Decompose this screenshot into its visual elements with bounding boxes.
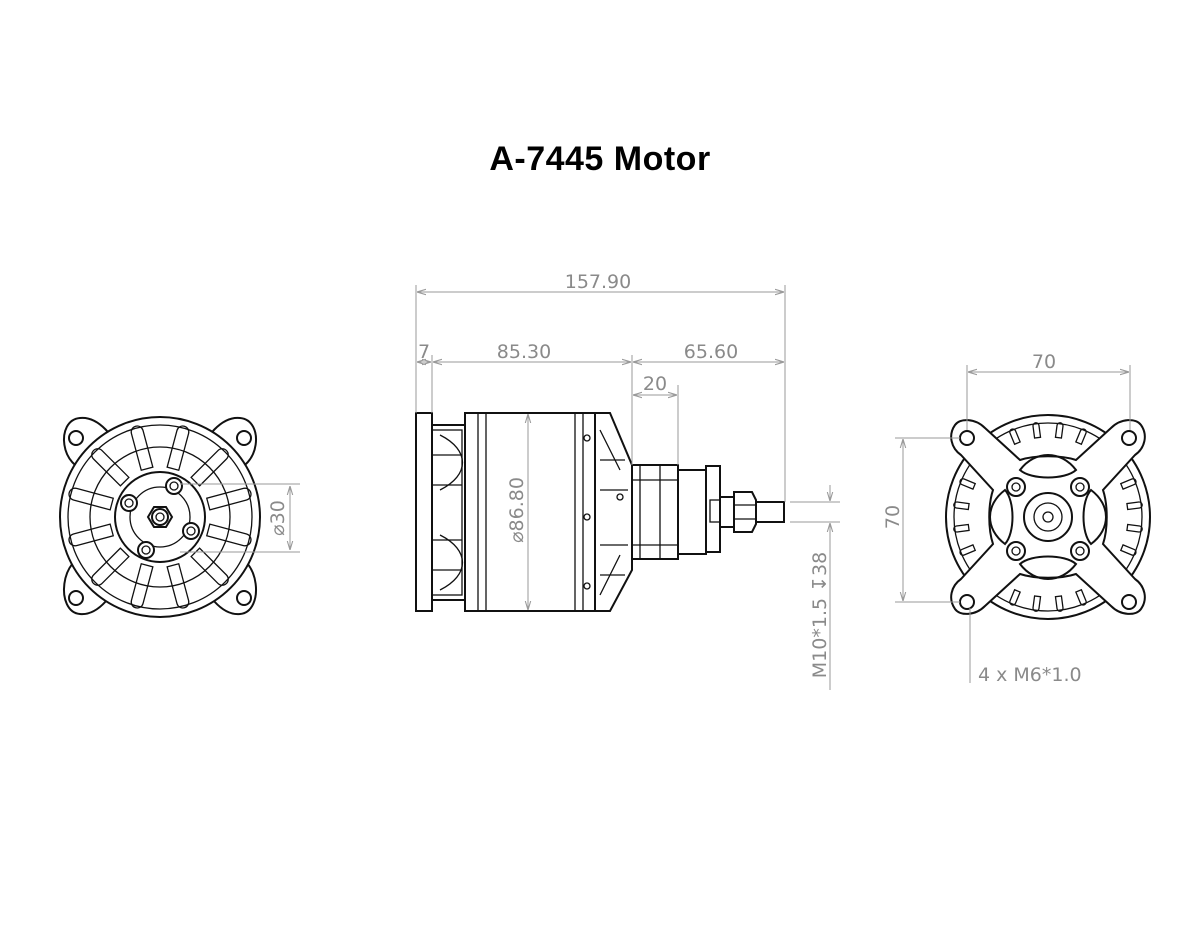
- front-cooling-slot: [166, 425, 190, 472]
- dim-mount-width: 70: [966, 351, 1131, 430]
- side-mount-flange: [415, 412, 433, 612]
- dim-mount-height: 70: [882, 437, 960, 603]
- rear-view: 70 70 4 x M6*1.0: [882, 351, 1151, 686]
- dim-label-mount-height: 70: [882, 505, 904, 529]
- rear-cooling-slot: [1126, 501, 1143, 511]
- front-cooling-slot: [91, 547, 130, 586]
- front-cooling-slot: [130, 425, 154, 472]
- dim-label-bolt-circle: 30: [267, 500, 289, 524]
- front-cooling-slots: [68, 425, 252, 609]
- front-cooling-slot: [205, 523, 252, 547]
- rear-cooling-slot: [1009, 588, 1022, 606]
- threaded-shaft: [755, 501, 785, 523]
- dim-flange-thickness: 7: [417, 341, 431, 363]
- dim-can-diameter: ⌀86.80: [506, 414, 528, 610]
- front-bell: [594, 412, 633, 612]
- rear-cooling-slot: [1074, 428, 1087, 446]
- rear-cooling-slot: [953, 501, 970, 511]
- dim-label-flange-thickness: 7: [418, 341, 430, 363]
- front-view: ⌀30: [59, 416, 300, 618]
- prop-adapter: [677, 469, 707, 555]
- side-view: 157.90 7 85.30 65.60 20 ⌀86.80: [415, 271, 840, 690]
- rear-cooling-slot: [1126, 523, 1143, 533]
- dim-hub-length: 20: [633, 373, 677, 395]
- dim-label-overall-length: 157.90: [565, 271, 631, 293]
- dim-front-bolt-circle: ⌀30: [180, 483, 300, 553]
- front-cooling-slot: [166, 562, 190, 609]
- rear-cooling-slot: [953, 523, 970, 533]
- front-bolts: [120, 477, 200, 559]
- depth-symbol: ↧: [809, 576, 831, 592]
- shaft-lock-nut: [733, 491, 757, 533]
- dim-label-mount-width: 70: [1032, 351, 1056, 373]
- dim-shaft-length: 65.60: [633, 341, 784, 363]
- dim-overall-length: 157.90: [417, 271, 784, 293]
- rear-cooling-slot: [959, 543, 977, 556]
- svg-text:⌀86.80: ⌀86.80: [506, 477, 528, 543]
- dim-label-can-diameter: 86.80: [506, 477, 528, 531]
- front-cooling-slot: [190, 547, 229, 586]
- dim-thread-callout: M10*1.5 ↧38: [790, 485, 840, 690]
- diameter-symbol: ⌀: [506, 531, 528, 542]
- rear-cooling-slot: [1032, 422, 1042, 439]
- rear-cooling-slot: [1009, 428, 1022, 446]
- rear-cooling-slot: [959, 478, 977, 491]
- front-cooling-slot: [91, 448, 130, 487]
- rear-cooling-slot: [1119, 543, 1137, 556]
- front-cooling-slot: [205, 487, 252, 511]
- front-cooling-slot: [190, 448, 229, 487]
- dim-label-hub-length: 20: [643, 373, 667, 395]
- rear-cooling-slot: [1074, 588, 1087, 606]
- rear-cooling-slot: [1054, 422, 1064, 439]
- dim-label-body-length: 85.30: [497, 341, 551, 363]
- dim-label-thread-depth: 38: [809, 552, 831, 576]
- dim-label-shaft-length: 65.60: [684, 341, 738, 363]
- diameter-symbol: ⌀: [267, 524, 289, 535]
- rear-bearing-housing: [1023, 492, 1073, 542]
- rear-cooling-slot: [1032, 595, 1042, 612]
- rear-cooling-slot: [1054, 595, 1064, 612]
- dim-label-mount-holes: 4 x M6*1.0: [978, 664, 1082, 686]
- front-cooling-slot: [68, 523, 115, 547]
- shaft-end: [151, 508, 169, 526]
- dim-body-length: 85.30: [433, 341, 631, 363]
- svg-text:⌀30: ⌀30: [267, 500, 289, 536]
- dim-mount-holes: 4 x M6*1.0: [969, 608, 1082, 686]
- front-cooling-slot: [130, 562, 154, 609]
- front-cooling-slot: [68, 487, 115, 511]
- dim-label-thread-spec: M10*1.5: [809, 598, 831, 678]
- rear-center-bolts: [1006, 477, 1090, 561]
- drawing-title: A-7445 Motor: [489, 140, 711, 178]
- svg-text:M10*1.5 ↧38: M10*1.5 ↧38: [809, 552, 831, 678]
- rear-cooling-slot: [1119, 478, 1137, 491]
